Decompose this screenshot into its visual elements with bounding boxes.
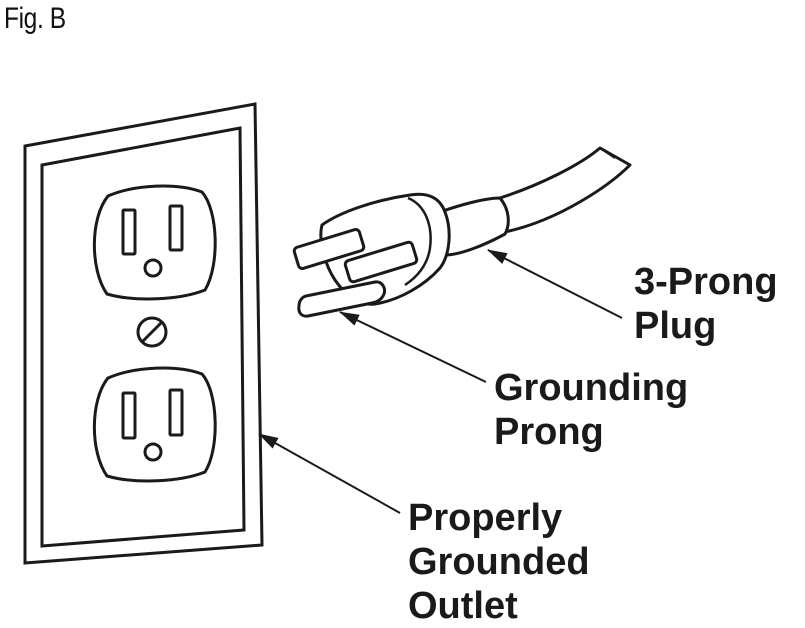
power-cord: [500, 148, 630, 232]
callout-grounded-outlet: Properly Grounded Outlet: [408, 496, 590, 628]
callout-line: Grounding: [494, 367, 689, 409]
outlet-leader: [258, 434, 400, 513]
plug-strain-relief: [440, 198, 508, 255]
grounding-prong: [299, 282, 385, 316]
three-prong-plug: [293, 194, 508, 316]
callout-line: Properly: [408, 497, 563, 539]
neutral-prong: [344, 241, 417, 283]
lower-neutral-slot: [170, 390, 182, 435]
callout-grounding-prong: Grounding Prong: [494, 366, 688, 454]
grounding-prong-leader: [339, 312, 486, 382]
hot-prong: [293, 229, 364, 270]
cover-screw: [138, 318, 166, 346]
upper-ground-hole: [145, 260, 161, 276]
callout-line: Plug: [634, 305, 717, 347]
plug-leader: [487, 250, 622, 318]
callout-line: Prong: [494, 411, 604, 453]
lower-ground-hole: [145, 444, 161, 460]
upper-hot-slot: [123, 210, 135, 254]
upper-neutral-slot: [170, 206, 182, 250]
leader-lines: [258, 250, 622, 513]
figure-label: Fig. B: [4, 2, 66, 35]
callout-line: Outlet: [408, 585, 518, 627]
lower-hot-slot: [123, 393, 135, 438]
callout-line: 3-Prong: [634, 261, 778, 303]
lower-receptacle: [94, 368, 215, 481]
callout-line: Grounded: [408, 541, 590, 583]
callout-3-prong-plug: 3-Prong Plug: [634, 260, 778, 348]
upper-receptacle: [94, 186, 215, 299]
